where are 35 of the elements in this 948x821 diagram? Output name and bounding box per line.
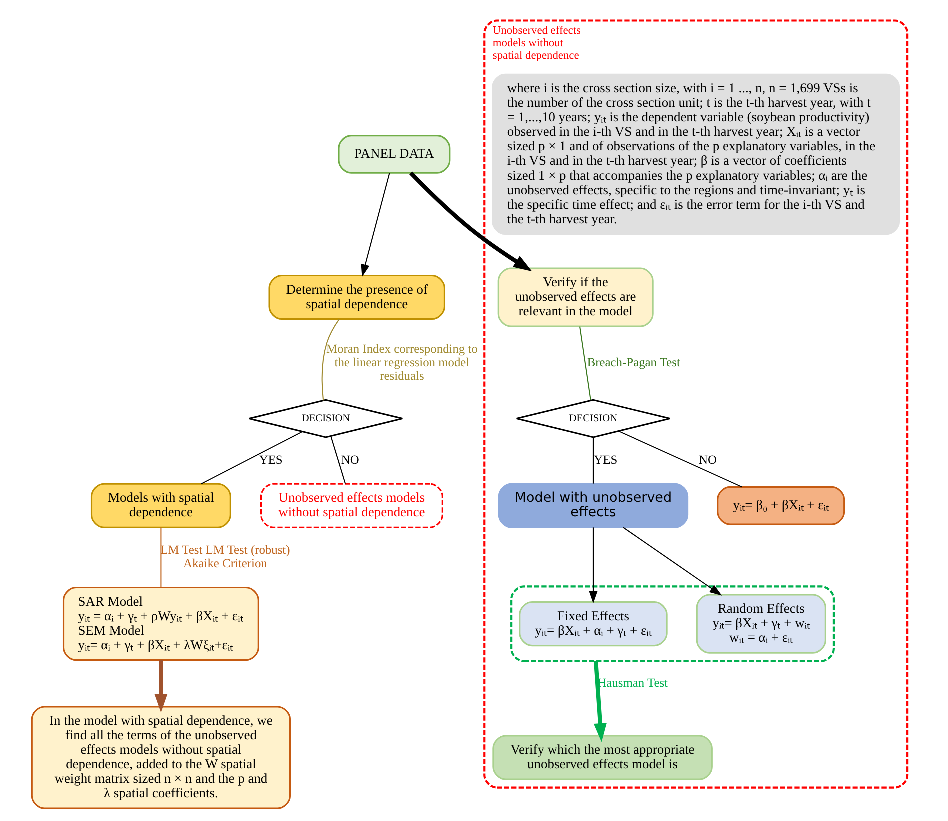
node-box: Model with unobserved effects — [498, 483, 689, 528]
node-diamond: DECISION — [248, 399, 404, 438]
node-box: Verify which the most appropriate unobserved effects model is — [492, 735, 713, 780]
arrow — [623, 527, 722, 596]
connector — [330, 436, 346, 484]
node-box: SAR Model yᵢₜ = αᵢ + γₜ + ρWyᵢₜ + βXᵢₜ + εᵢₜ SEM Model yᵢₜ= αᵢ + γₜ + βXᵢₜ + λWξᵢₜ+εᵢₜ — [62, 586, 260, 662]
arrow — [594, 661, 607, 742]
connector — [618, 430, 742, 488]
edge-label: Moran Index corresponding to the linear regression model residuals — [326, 342, 478, 384]
node-box: Models with spatial dependence — [90, 483, 232, 528]
connector — [592, 438, 594, 484]
node-box: PANEL DATA — [338, 135, 451, 174]
node-box: where i is the cross section size, with i = 1 ..., n, n = 1,699 VSs is the number of the cross section unit; t is the t-th harvest year, with t = 1,...,10 years; yᵢₜ is the dependent variable (soybean productivity) observed in the i-th VS and in the t-th harvest year; Xᵢₜ is a vector sized p × 1 and of observations of the p explanatory variables, in the i-th VS and in the t-th harvest year; β is a vector of coefficients sized 1 × p that accompanies the p explanatory variables; αᵢ are the unobserved effects, specific to the regions and time-invariant; yₜ is the specific time effect; and εᵢₜ is the error term for the i-th VS and the t-th harvest year. — [492, 74, 900, 236]
node-box: Unobserved effects models without spatial dependence — [260, 483, 444, 528]
node-box: yᵢₜ= β₀ + βXᵢₜ + εᵢₜ — [717, 486, 846, 526]
connector — [160, 528, 162, 588]
arrow — [361, 173, 390, 278]
node-diamond: DECISION — [516, 399, 671, 438]
connector — [322, 319, 340, 401]
arrow — [410, 172, 532, 272]
arrow — [154, 660, 168, 713]
arrow — [589, 528, 598, 604]
node-box: Random Effects yᵢₜ= βXᵢₜ + γₜ + wᵢₜ wᵢₜ = αᵢ + εᵢₜ — [696, 594, 826, 654]
connector — [580, 326, 592, 400]
edge-label: YES — [594, 452, 618, 467]
edge-label: LM Test LM Test (robust) Akaike Criterion — [160, 543, 290, 571]
edge-label: NO — [699, 452, 717, 467]
node-box: In the model with spatial dependence, we find all the terms of the unobserved effects models without spatial dependence, added to the W spatial weight matrix sized n × n and the p and λ spatial coefficients. — [31, 706, 292, 810]
node-box: Verify if the unobserved effects are relevant in the model — [498, 268, 654, 328]
node-box: Determine the presence of spatial dependence — [268, 274, 446, 320]
node-box: Fixed Effects yᵢₜ= βXᵢₜ + αᵢ + γₜ + εᵢₜ — [519, 602, 668, 647]
edge-label: NO — [341, 452, 360, 467]
connector — [201, 431, 303, 484]
edge-label: YES — [259, 452, 283, 467]
edge-label: Breach-Pagan Test — [587, 356, 680, 370]
